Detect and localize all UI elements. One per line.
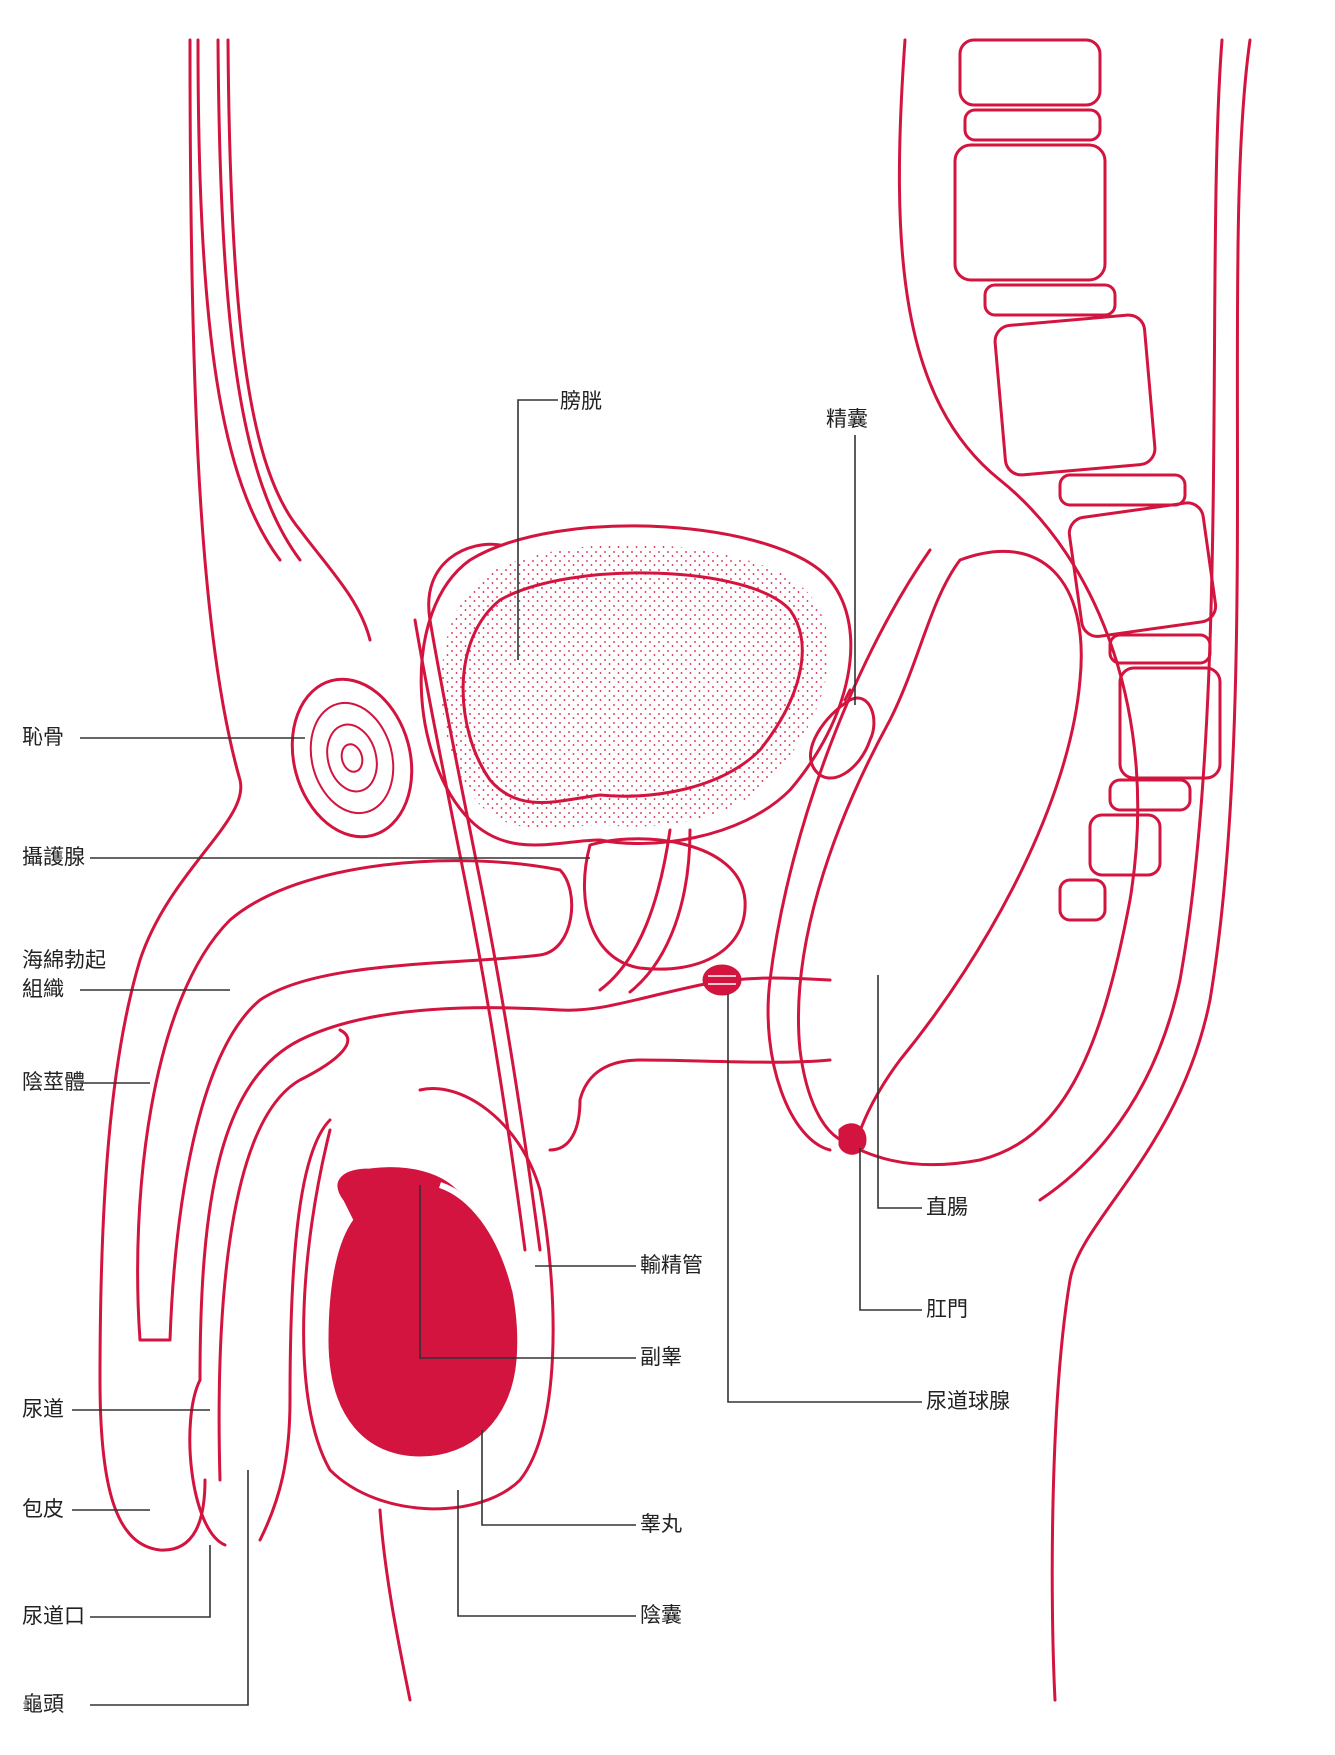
label-bladder: 膀胱 <box>560 389 602 413</box>
prostate <box>583 837 747 971</box>
label-foreskin: 包皮 <box>22 1497 64 1521</box>
rectum <box>766 548 1083 1155</box>
label-vas-deferens: 輸精管 <box>640 1253 703 1277</box>
erectile-tissue <box>136 859 574 1342</box>
label-seminal-vesicle: 精囊 <box>826 407 868 431</box>
label-epididymis: 副睾 <box>640 1345 682 1369</box>
scrotum <box>302 1058 832 1702</box>
label-erectile-tissue-line2: 組織 <box>22 977 64 1001</box>
testis <box>328 1167 518 1457</box>
label-scrotum: 陰囊 <box>640 1603 682 1627</box>
label-anus: 肛門 <box>926 1297 968 1321</box>
label-erectile-tissue-line1: 海綿勃起 <box>22 948 106 972</box>
vas-deferens <box>413 542 542 1252</box>
seminal-vesicle <box>808 688 876 780</box>
label-urethra: 尿道 <box>22 1397 64 1421</box>
bulbourethral-gland <box>702 964 742 996</box>
label-prostate: 攝護腺 <box>22 845 85 869</box>
urethra-path <box>598 828 692 994</box>
label-corpus-spongiosum: 陰莖體 <box>22 1070 85 1094</box>
leader-lines <box>72 399 922 1706</box>
vertebral-column <box>953 38 1222 922</box>
label-rectum: 直腸 <box>926 1195 968 1219</box>
label-bulbourethral-gland: 尿道球腺 <box>926 1389 1010 1413</box>
label-urethral-opening: 尿道口 <box>22 1604 85 1628</box>
label-glans: 龜頭 <box>22 1692 64 1716</box>
pubic-bone <box>290 677 414 839</box>
body-outline-front <box>98 38 372 1552</box>
body-outline-back <box>838 38 1252 1702</box>
label-pubic-bone: 恥骨 <box>22 725 64 749</box>
bladder <box>419 524 853 847</box>
label-testis: 睾丸 <box>640 1512 682 1536</box>
